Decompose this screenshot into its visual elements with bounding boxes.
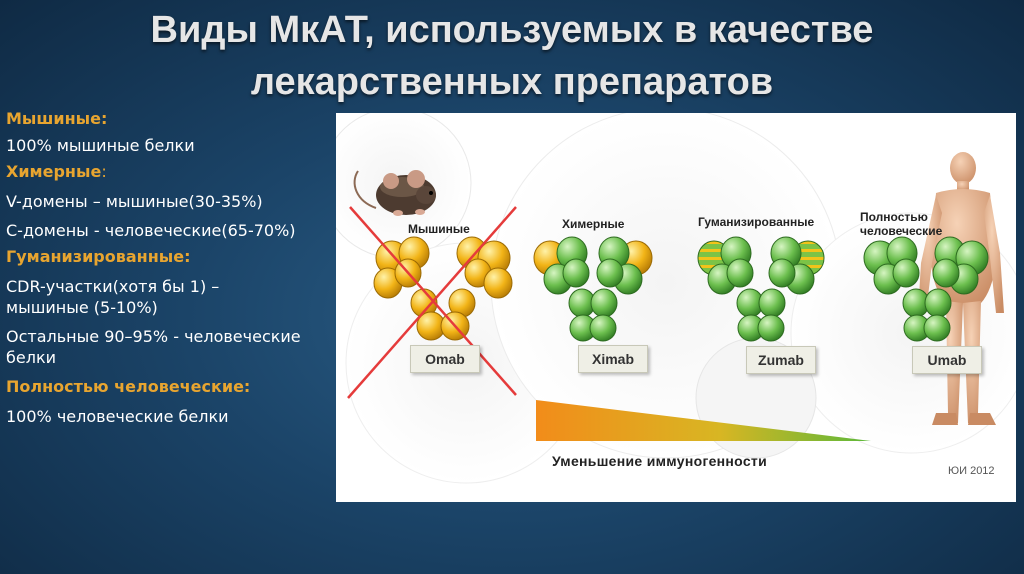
heading-human: Полностью человеческие: xyxy=(6,377,251,396)
label-human-line-2: человеческие xyxy=(860,224,943,238)
domain xyxy=(726,258,754,288)
text-humanized-rest: Остальные 90–95% - человеческие xyxy=(6,327,301,346)
domain xyxy=(923,314,951,342)
label-murine: Мышиные xyxy=(408,222,470,236)
domain xyxy=(924,288,952,318)
heading-murine: Мышиные: xyxy=(6,109,108,128)
label-human-line-1: Полностью xyxy=(860,210,928,224)
text-chimeric-c: С-домены - человеческие(65-70%) xyxy=(6,221,296,240)
cross-mark xyxy=(347,206,517,399)
domain xyxy=(758,288,786,318)
domain xyxy=(590,288,618,318)
box-zumab: Zumab xyxy=(746,346,816,374)
copyright: ЮИ 2012 xyxy=(948,465,995,477)
text-murine: 100% мышиные белки xyxy=(6,136,195,155)
label-chimeric: Химерные xyxy=(562,217,625,231)
domain xyxy=(483,267,513,299)
heading-chimeric-colon: : xyxy=(101,162,107,181)
domain xyxy=(596,258,624,288)
antibody-humanized xyxy=(697,236,825,342)
heading-chimeric-text: Химерные xyxy=(6,162,102,181)
title-line-1: Виды МкАТ, используемых в качестве xyxy=(150,9,874,51)
text-humanized-cdr-2: мышиные (5-10%) xyxy=(6,298,158,317)
box-ximab: Ximab xyxy=(578,345,648,373)
page-title: Виды МкАТ, используемых в качестве лекар… xyxy=(0,4,1024,108)
text-chimeric-v: V-домены – мышиные(30-35%) xyxy=(6,192,263,211)
text-humanized-cdr: CDR-участки(хотя бы 1) – xyxy=(6,277,220,296)
immunogenicity-gradient xyxy=(536,400,871,441)
heading-chimeric: Химерные: xyxy=(6,161,331,183)
box-omab: Omab xyxy=(410,345,480,373)
domain xyxy=(768,258,796,288)
antibody-chimeric xyxy=(533,236,653,342)
domain xyxy=(892,258,920,288)
label-humanized: Гуманизированные xyxy=(698,215,815,229)
label-human: Полностью человеческие xyxy=(860,210,942,238)
text-human: 100% человеческие белки xyxy=(6,407,229,426)
immunogenicity-caption: Уменьшение иммуногенности xyxy=(552,453,767,469)
title-line-2: лекарственных препаратов xyxy=(250,61,774,103)
domain xyxy=(757,314,785,342)
antibody-human xyxy=(863,236,989,342)
heading-humanized: Гуманизированные: xyxy=(6,247,191,266)
mouse-icon xyxy=(353,170,436,216)
domain xyxy=(562,258,590,288)
domain xyxy=(932,258,960,288)
antibody-figure: Мышиные Химерные Гуманизированные Полнос… xyxy=(336,113,1016,502)
text-humanized-rest-2: белки xyxy=(6,348,56,367)
domain xyxy=(589,314,617,342)
figure-graphics xyxy=(336,113,1016,484)
box-umab: Umab xyxy=(912,346,982,374)
side-text: Мышиные: 100% мышиные белки Химерные: V-… xyxy=(6,108,331,427)
